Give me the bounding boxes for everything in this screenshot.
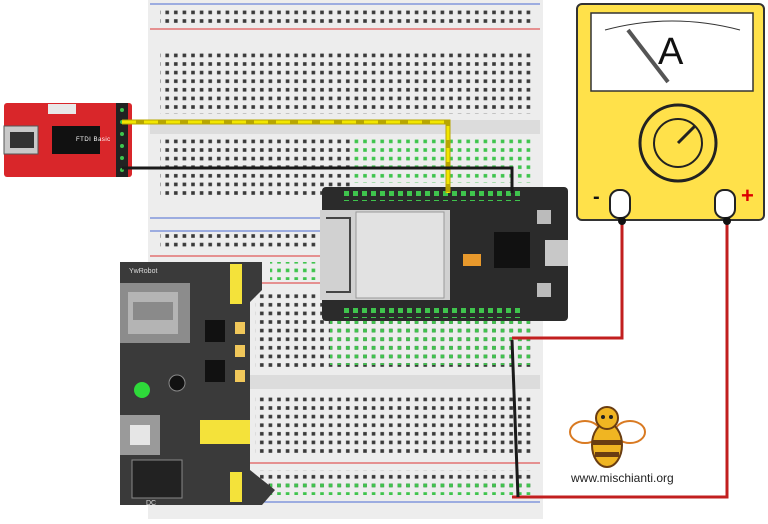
ammeter-plus-label: +: [741, 183, 754, 208]
wires: [122, 119, 731, 499]
ammeter-minus-label: -: [593, 186, 600, 208]
ftdi-board: [3, 103, 132, 177]
psu-brand-label: YwRobot: [129, 268, 158, 275]
psu-dc-label: DC: [146, 500, 157, 507]
power-supply-module: [120, 262, 275, 505]
esp32-board: [320, 187, 568, 321]
bee-logo: [569, 406, 646, 468]
site-url: www.mischianti.org: [571, 471, 674, 485]
ammeter: [576, 3, 765, 221]
ammeter-letter: A: [658, 31, 684, 73]
ftdi-label: FTDI Basic: [76, 137, 111, 143]
